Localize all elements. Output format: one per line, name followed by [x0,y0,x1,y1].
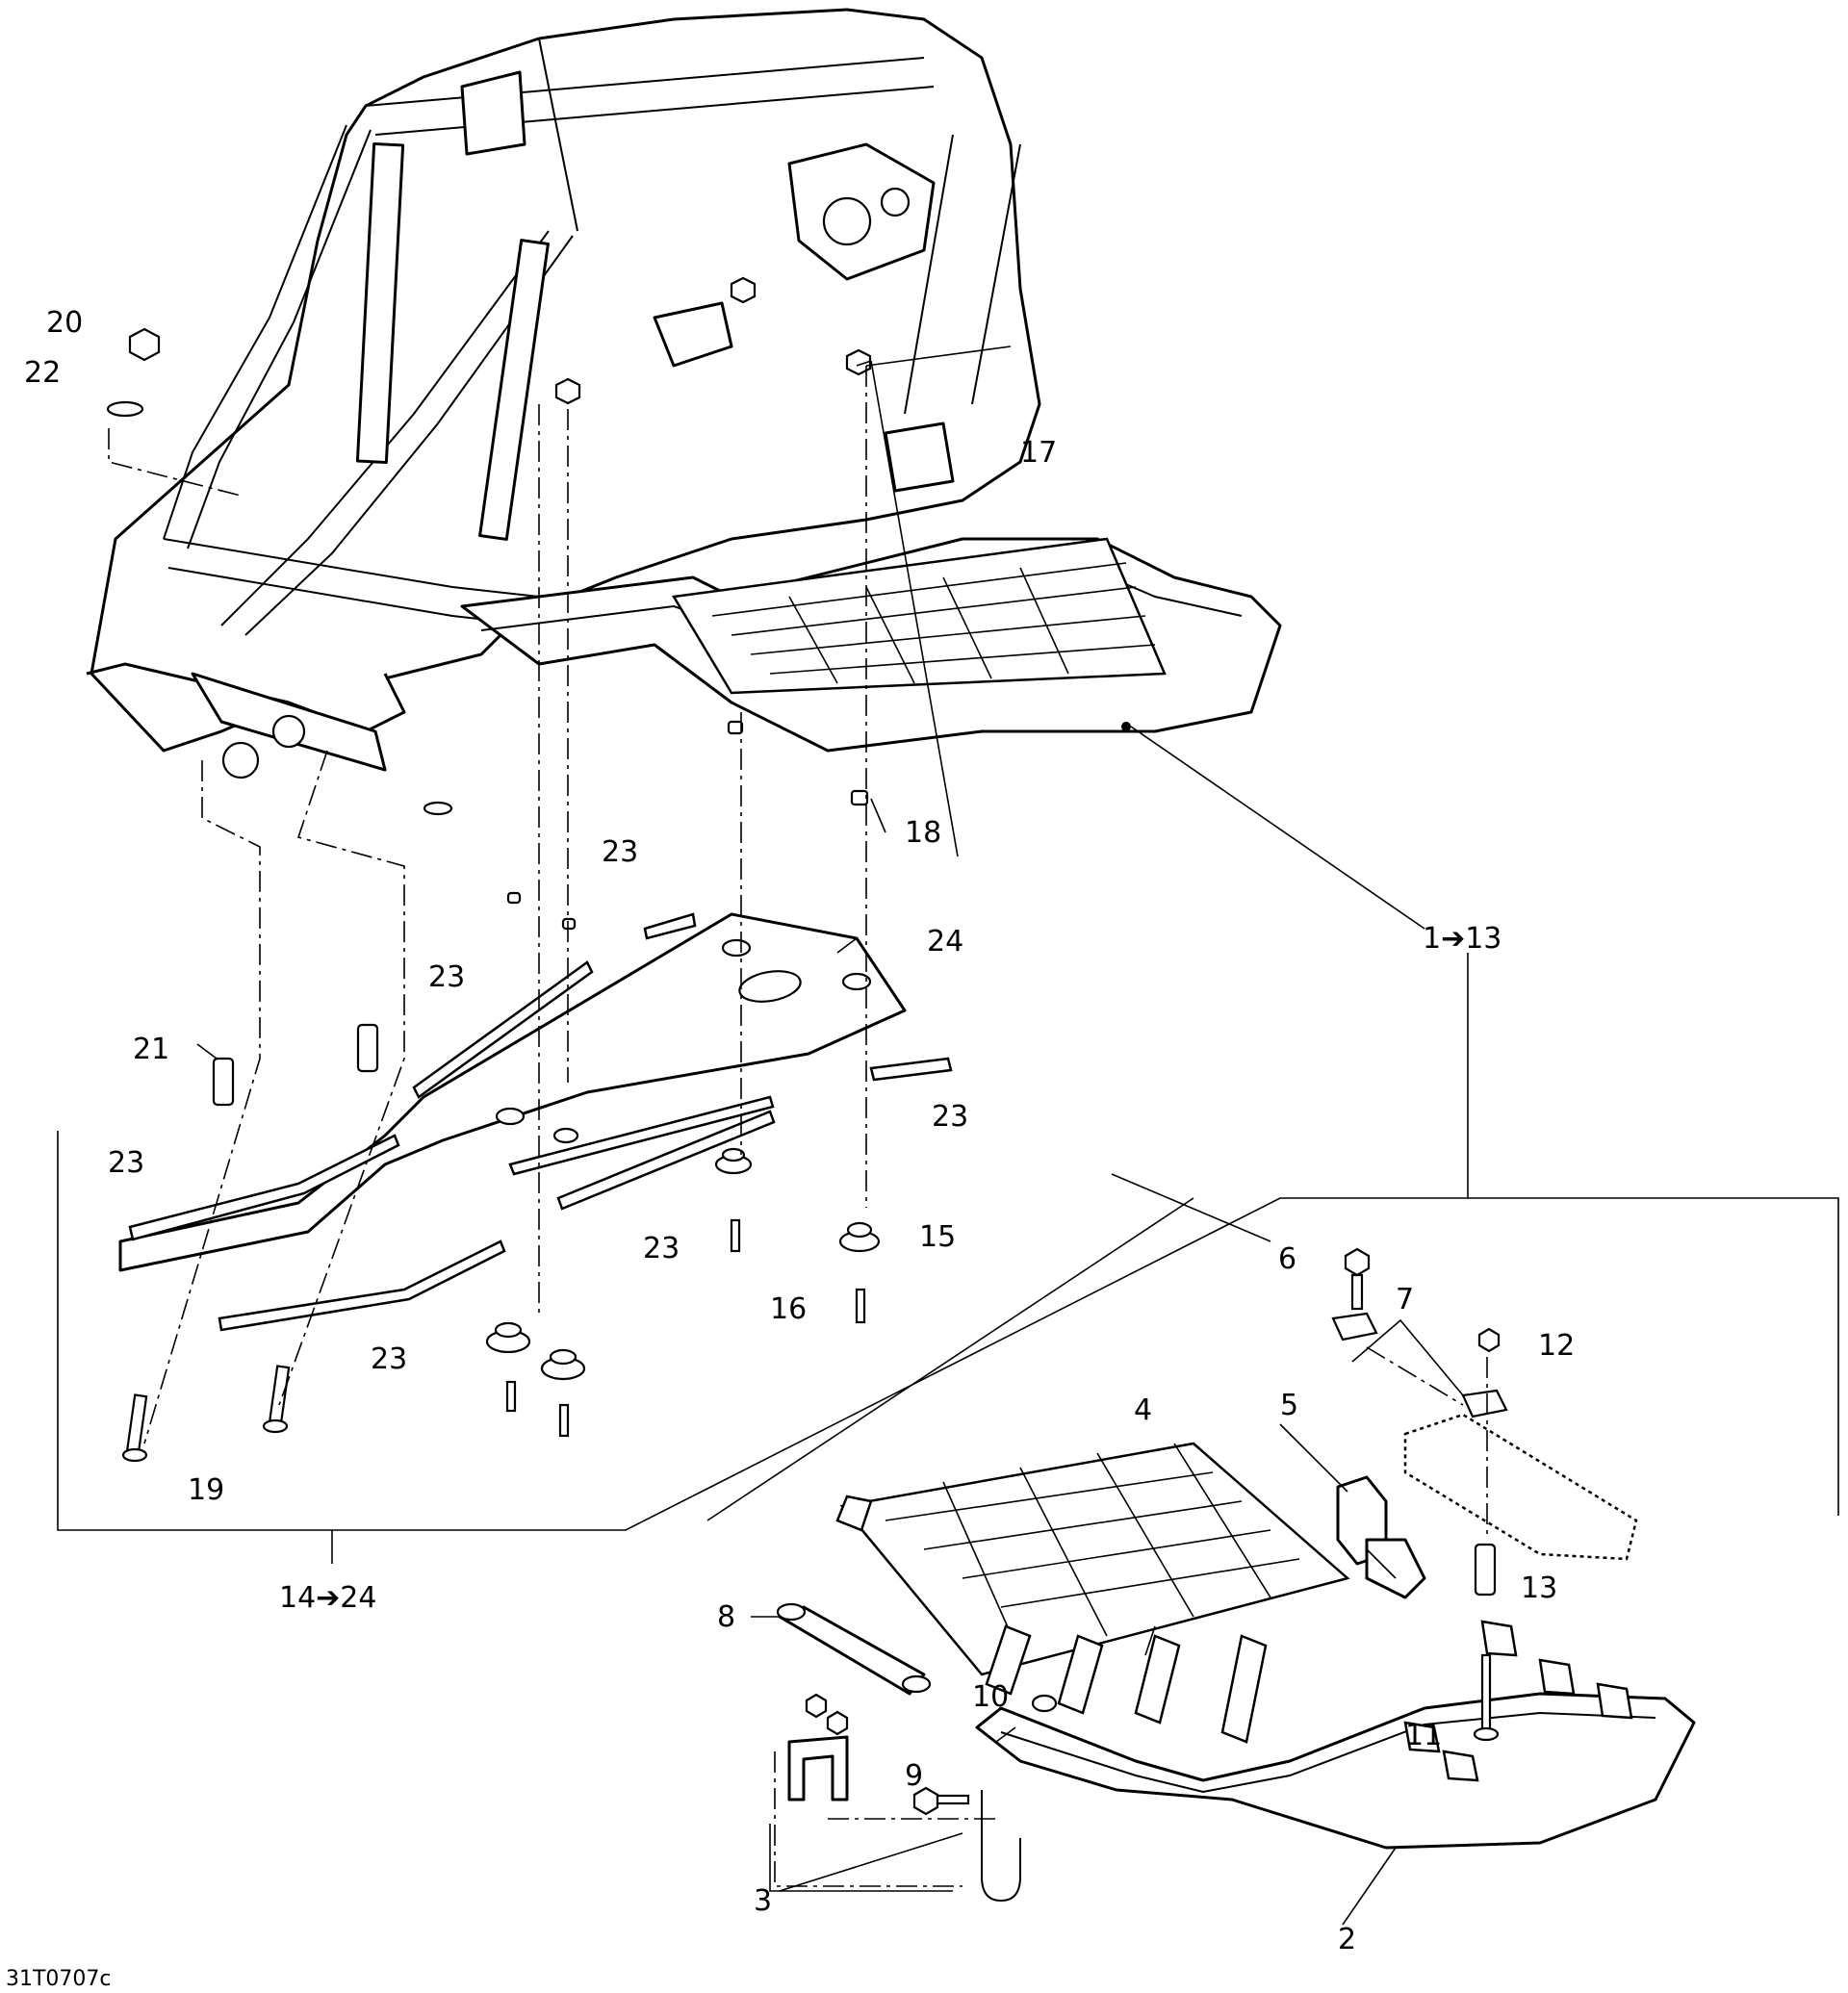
callout-24: 24 [927,925,963,958]
callout-19: 19 [188,1473,224,1507]
callout-10: 10 [972,1680,1009,1714]
callout-23-e: 23 [643,1232,680,1265]
callout-23-c: 23 [932,1100,968,1134]
screws [121,1218,866,1463]
frame-nuts [106,276,872,816]
callout-22: 22 [24,356,61,390]
callout-6: 6 [1278,1242,1296,1276]
callout-11: 11 [1405,1719,1442,1752]
callout-12: 12 [1538,1329,1575,1363]
footrest-tube [975,1692,1696,1850]
callout-20: 20 [46,306,83,340]
callout-4: 4 [1134,1393,1152,1427]
callout-5: 5 [1280,1389,1298,1422]
callout-23-a: 23 [602,835,638,869]
callout-3: 3 [754,1884,772,1918]
callout-2: 2 [1338,1923,1356,1956]
callout-15: 15 [919,1220,956,1254]
footrest-assembly [776,1247,1696,1903]
callout-21: 21 [133,1033,169,1066]
foot-net [839,1442,1350,1676]
callout-8: 8 [717,1600,735,1634]
callout-9: 9 [905,1759,923,1793]
grommets [485,1147,881,1381]
skid-plate [118,912,907,1272]
callout-labels: 1➔13 2 3 4 5 6 7 8 9 10 11 12 13 14➔24 1… [6,306,1575,1991]
callout-17: 17 [1020,436,1057,470]
spacers [212,720,869,1107]
callout-23-f: 23 [371,1342,407,1376]
callout-23-b: 23 [428,960,465,994]
skid-plate-assembly [118,912,953,1332]
frame-footrest-tube [460,537,1282,753]
callout-13: 13 [1521,1571,1557,1605]
callout-23-d: 23 [108,1146,144,1180]
callout-7: 7 [1396,1283,1414,1316]
callout-16: 16 [770,1292,807,1326]
callout-14-24: 14➔24 [279,1581,376,1615]
reference-code: 31T0707c [6,1967,112,1991]
guide-lines [57,345,1839,1926]
callout-18: 18 [905,816,941,850]
callout-1-13: 1➔13 [1423,922,1502,956]
